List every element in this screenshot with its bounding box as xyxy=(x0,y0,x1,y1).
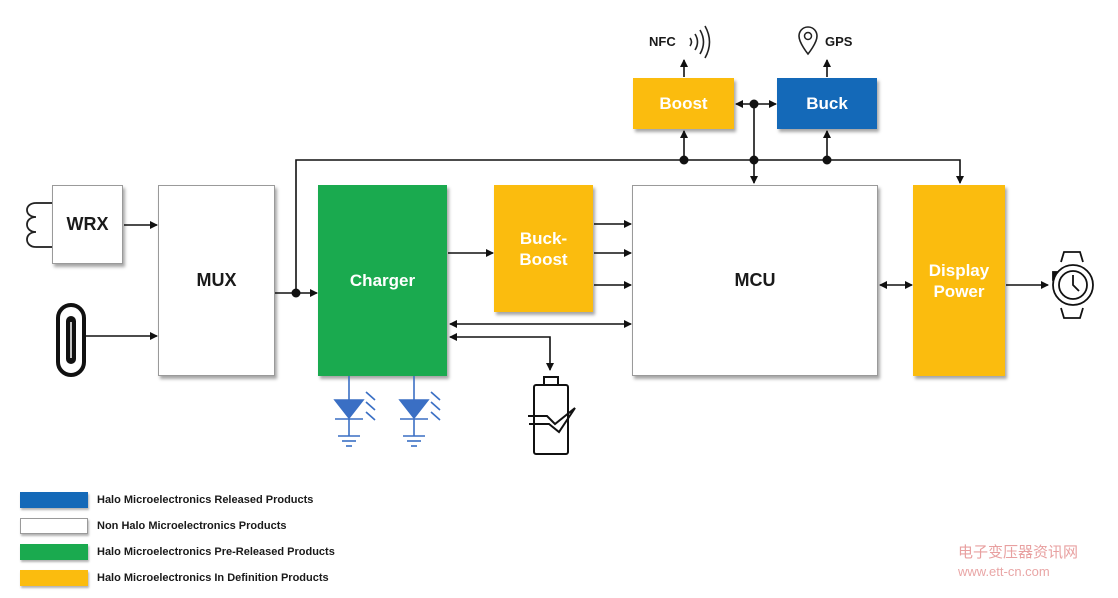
wireless-signal-icon xyxy=(689,25,711,59)
buck-boost-label: Buck- Boost xyxy=(519,228,568,269)
led-icon xyxy=(398,376,441,447)
buck-label: Buck xyxy=(806,93,848,113)
led-icon xyxy=(333,376,376,447)
watermark-url: www.ett-cn.com xyxy=(958,564,1050,579)
wrx-block: WRX xyxy=(52,185,123,264)
legend-label: Halo Microelectronics Pre-Released Produ… xyxy=(97,546,335,558)
legend-label: Non Halo Microelectronics Products xyxy=(97,520,287,532)
legend-swatch-white xyxy=(20,518,88,534)
legend-item: Non Halo Microelectronics Products xyxy=(20,517,286,535)
display-power-block: Display Power xyxy=(913,185,1005,376)
buck-boost-block: Buck- Boost xyxy=(494,185,593,312)
legend-item: Halo Microelectronics Pre-Released Produ… xyxy=(20,543,335,561)
location-pin-icon xyxy=(798,26,818,56)
nfc-label: NFC xyxy=(649,34,676,49)
mux-block: MUX xyxy=(158,185,275,376)
usb-c-port-icon xyxy=(56,303,86,377)
buck-block: Buck xyxy=(777,78,877,129)
gps-label: GPS xyxy=(825,34,853,49)
legend-swatch-blue xyxy=(20,492,88,508)
watch-icon xyxy=(1052,251,1094,319)
watermark: 电子变压器资讯网 www.ett-cn.com xyxy=(958,543,1078,581)
coil-icon xyxy=(26,202,52,248)
battery-charging-icon xyxy=(528,376,576,455)
wrx-label: WRX xyxy=(66,214,109,234)
charger-label: Charger xyxy=(349,270,416,290)
legend-label: Halo Microelectronics In Definition Prod… xyxy=(97,572,329,584)
mcu-block: MCU xyxy=(632,185,878,376)
display-power-label: Display Power xyxy=(928,260,990,301)
legend-swatch-green xyxy=(20,544,88,560)
mux-label: MUX xyxy=(196,270,237,290)
mcu-label: MCU xyxy=(734,270,776,290)
watermark-title: 电子变压器资讯网 xyxy=(958,544,1079,561)
boost-block: Boost xyxy=(633,78,734,129)
legend-label: Halo Microelectronics Released Products xyxy=(97,494,314,506)
legend-item: Halo Microelectronics In Definition Prod… xyxy=(20,569,329,587)
legend-swatch-yellow xyxy=(20,570,88,586)
charger-block: Charger xyxy=(318,185,447,376)
legend-item: Halo Microelectronics Released Products xyxy=(20,491,313,509)
boost-label: Boost xyxy=(659,94,708,113)
